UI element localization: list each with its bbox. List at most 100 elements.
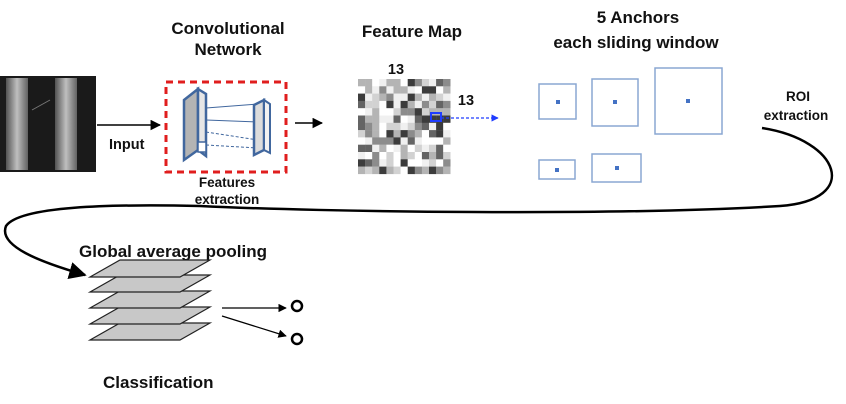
feature-cell (358, 152, 366, 160)
anchors-title-line2: each sliding window (553, 33, 719, 52)
feature-cell (358, 137, 366, 145)
feature-cell (436, 137, 444, 145)
conv-title-line2: Network (194, 40, 262, 59)
pooling-plane (87, 322, 213, 341)
feature-cell (386, 79, 394, 87)
feature-cell (386, 152, 394, 160)
feature-cell (400, 108, 408, 116)
feature-cell (393, 159, 401, 167)
roi-label-line2: extraction (764, 108, 829, 123)
features-label-line1: Features (199, 175, 255, 190)
feature-cell (414, 86, 423, 94)
feature-cell (358, 79, 366, 87)
feature-cell (407, 93, 415, 102)
feature-cell (407, 144, 415, 153)
feature-cell (414, 152, 423, 160)
feature-cell (436, 144, 444, 153)
feature-cell (421, 159, 430, 167)
feature-cell (358, 100, 366, 109)
feature-cell (429, 152, 437, 160)
pooling-plane (87, 259, 213, 278)
feature-cell (407, 166, 415, 175)
feature-cell (358, 108, 366, 116)
feature-cell (429, 115, 437, 123)
feature-cell (365, 144, 373, 153)
feature-cell (436, 100, 444, 109)
feature-cell (393, 93, 401, 102)
feature-cell (400, 137, 408, 145)
selected-cell (430, 112, 442, 122)
feature-cell (414, 79, 423, 87)
feature-cell (429, 122, 437, 131)
feature-cell (372, 100, 380, 109)
feature-cell (379, 100, 387, 109)
feature-cell (386, 130, 394, 138)
feature-cell (400, 86, 408, 94)
feature-cell (358, 159, 366, 167)
feature-cell (400, 79, 408, 87)
feature-cell (372, 144, 380, 153)
feature-cell (407, 159, 415, 167)
feature-cell (386, 144, 394, 153)
feature-cell (421, 166, 430, 175)
feature-cell (372, 93, 380, 102)
feature-cell (421, 137, 430, 145)
feature-cell (414, 130, 423, 138)
feature-cell (407, 137, 415, 145)
feature-cell (379, 130, 387, 138)
feature-cell (436, 159, 444, 167)
feature-cell (379, 115, 387, 123)
roi-label-line1: ROI (786, 89, 810, 104)
feature-cell (429, 93, 437, 102)
feature-cell (393, 130, 401, 138)
feature-map-title: Feature Map (362, 22, 462, 41)
feature-cell (443, 144, 451, 153)
feature-cell (443, 115, 451, 123)
grid-size-side: 13 (458, 93, 474, 109)
feature-cell (429, 100, 437, 109)
feature-cell (436, 93, 444, 102)
feature-cell (386, 115, 394, 123)
feature-cell (400, 159, 408, 167)
feature-cell (407, 115, 415, 123)
feature-cell (421, 115, 430, 123)
feature-cell (443, 100, 451, 109)
feature-cell (393, 152, 401, 160)
feature-cell (393, 166, 401, 175)
anchor-box (654, 67, 723, 135)
feature-cell (414, 93, 423, 102)
feature-cell (443, 137, 451, 145)
feature-cell (372, 130, 380, 138)
feature-cell (400, 100, 408, 109)
feature-cell (372, 108, 380, 116)
feature-cell (400, 93, 408, 102)
feature-cell (372, 79, 380, 87)
feature-cell (414, 122, 423, 131)
input-image (0, 76, 96, 172)
feature-cell (436, 166, 444, 175)
feature-cell (421, 93, 430, 102)
feature-cell (436, 122, 444, 131)
feature-map-grid (358, 79, 451, 175)
feature-cell (443, 86, 451, 94)
feature-cell (386, 122, 394, 131)
feature-cell (429, 79, 437, 87)
feature-cell (379, 93, 387, 102)
feature-cell (379, 159, 387, 167)
feature-cell (372, 159, 380, 167)
feature-cell (386, 100, 394, 109)
feature-cell (358, 166, 366, 175)
feature-cell (407, 86, 415, 94)
feature-cell (443, 166, 451, 175)
feature-cell (393, 79, 401, 87)
feature-cell (386, 108, 394, 116)
feature-cell (400, 130, 408, 138)
feature-cell (414, 159, 423, 167)
feature-cell (421, 130, 430, 138)
feature-cell (407, 79, 415, 87)
feature-cell (386, 159, 394, 167)
output-node-2 (290, 332, 304, 346)
feature-cell (414, 100, 423, 109)
anchors-title-line1: 5 Anchors (597, 8, 680, 27)
